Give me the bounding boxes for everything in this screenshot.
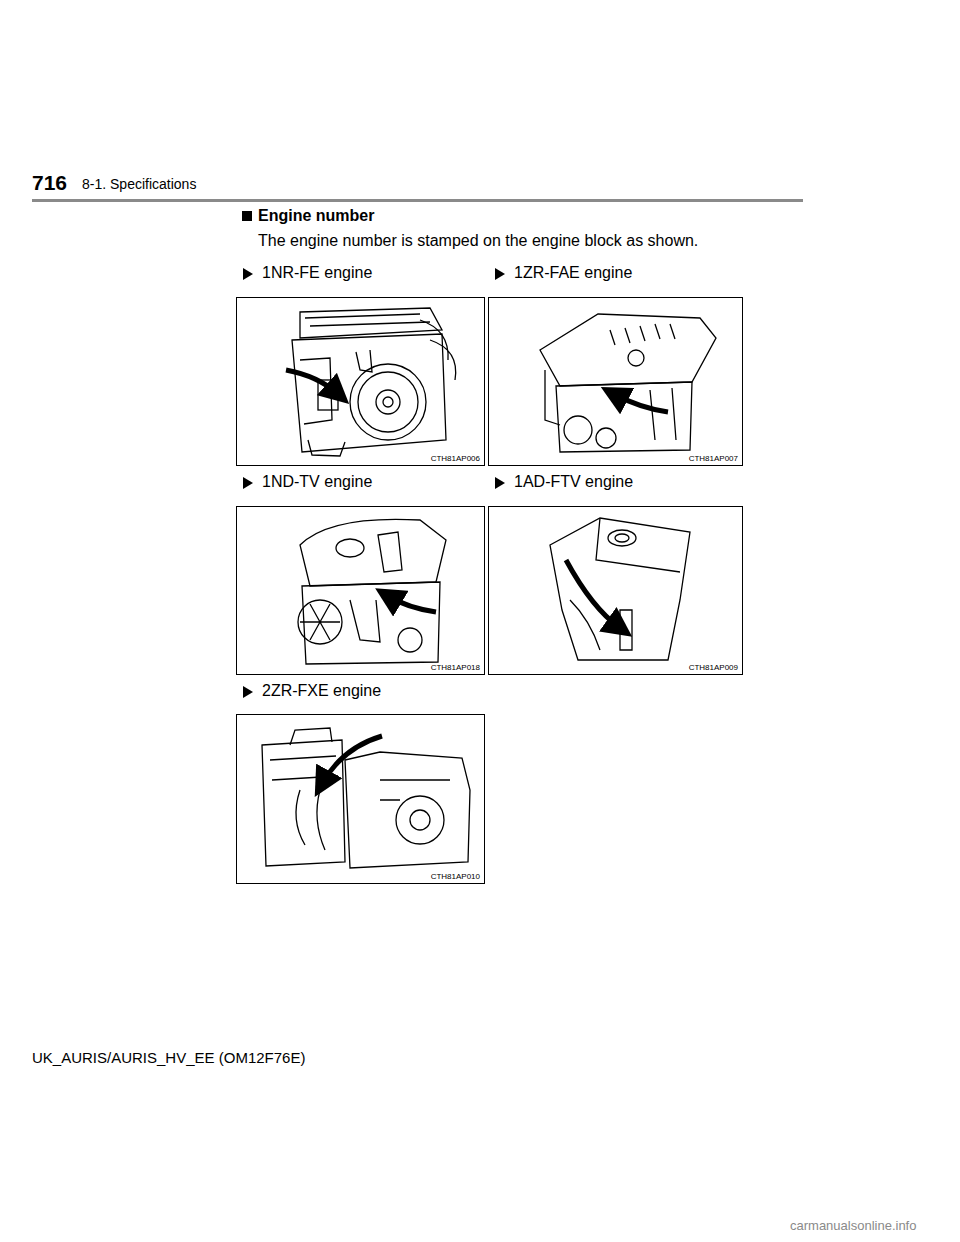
engine-1ad-ftv [550,518,690,660]
figure-heading: 1ND-TV engine [262,473,372,491]
figure-code: CTH81AP007 [689,454,738,463]
page-number: 716 [32,171,67,195]
figure-heading: 1AD-FTV engine [514,473,633,491]
figure-frame: CTH81AP010 [236,714,485,884]
square-bullet [242,211,252,221]
triangle-bullets [243,268,505,698]
watermark: carmanualsonline.info [790,1218,916,1233]
figure-frame: CTH81AP006 [236,297,485,466]
footer-code: UK_AURIS/AURIS_HV_EE (OM12F76E) [32,1049,305,1066]
figure-heading: 1NR-FE engine [262,264,372,282]
body-text: The engine number is stamped on the engi… [258,232,698,250]
indicator-arrow [322,736,382,784]
figure-code: CTH81AP018 [431,663,480,672]
figure-heading: 1ZR-FAE engine [514,264,632,282]
engine-1zr-fae [540,314,716,452]
section-name: 8-1. Specifications [82,176,196,192]
header-rule [32,199,803,202]
figure-code: CTH81AP006 [431,454,480,463]
engine-1nd-tv [298,519,446,664]
figure-frame: CTH81AP007 [488,297,743,466]
figure-frame: CTH81AP009 [488,506,743,675]
figure-code: CTH81AP010 [431,872,480,881]
figure-frame: CTH81AP018 [236,506,485,675]
figure-code: CTH81AP009 [689,663,738,672]
section-heading: Engine number [258,207,374,225]
indicator-arrow [614,394,668,412]
engine-2zr-fxe [262,728,470,868]
indicator-arrow [566,560,620,628]
figure-heading: 2ZR-FXE engine [262,682,381,700]
indicator-arrow [286,370,338,394]
indicator-arrow [388,596,436,612]
